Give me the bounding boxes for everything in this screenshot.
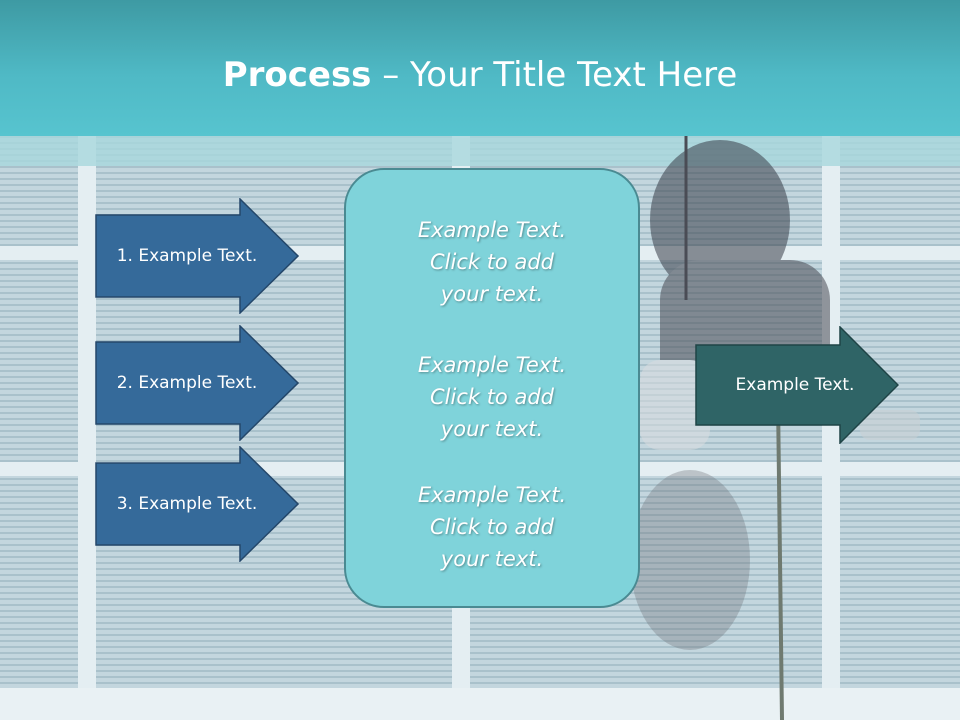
arrow-shape-icon (95, 325, 299, 441)
title-bold: Process (222, 55, 372, 95)
left-arrow-label: 1. Example Text. (116, 246, 258, 266)
arrow-shape-icon (695, 326, 899, 444)
center-paragraph-3: Example Text. Click to add your text. (417, 483, 567, 571)
arrow-shape-icon (95, 446, 299, 562)
left-arrow-1[interactable]: 1. Example Text. (95, 198, 299, 314)
left-arrow-3[interactable]: 3. Example Text. (95, 446, 299, 562)
center-paragraph-2: Example Text. Click to add your text. (417, 353, 567, 441)
right-arrow[interactable]: Example Text. (695, 326, 899, 444)
arrow-shape-icon (95, 198, 299, 314)
left-arrow-2[interactable]: 2. Example Text. (95, 325, 299, 441)
left-arrow-label: 2. Example Text. (116, 373, 258, 393)
left-arrow-label: 3. Example Text. (116, 494, 258, 514)
title-bar: Process – Your Title Text Here (0, 0, 960, 136)
right-arrow-label: Example Text. (735, 375, 855, 395)
slide-title[interactable]: Process – Your Title Text Here (0, 54, 960, 96)
center-paragraph-1: Example Text. Click to add your text. (417, 218, 567, 306)
center-text-box[interactable]: Example Text. Click to add your text. Ex… (344, 168, 640, 608)
title-rest: – Your Title Text Here (371, 55, 738, 95)
